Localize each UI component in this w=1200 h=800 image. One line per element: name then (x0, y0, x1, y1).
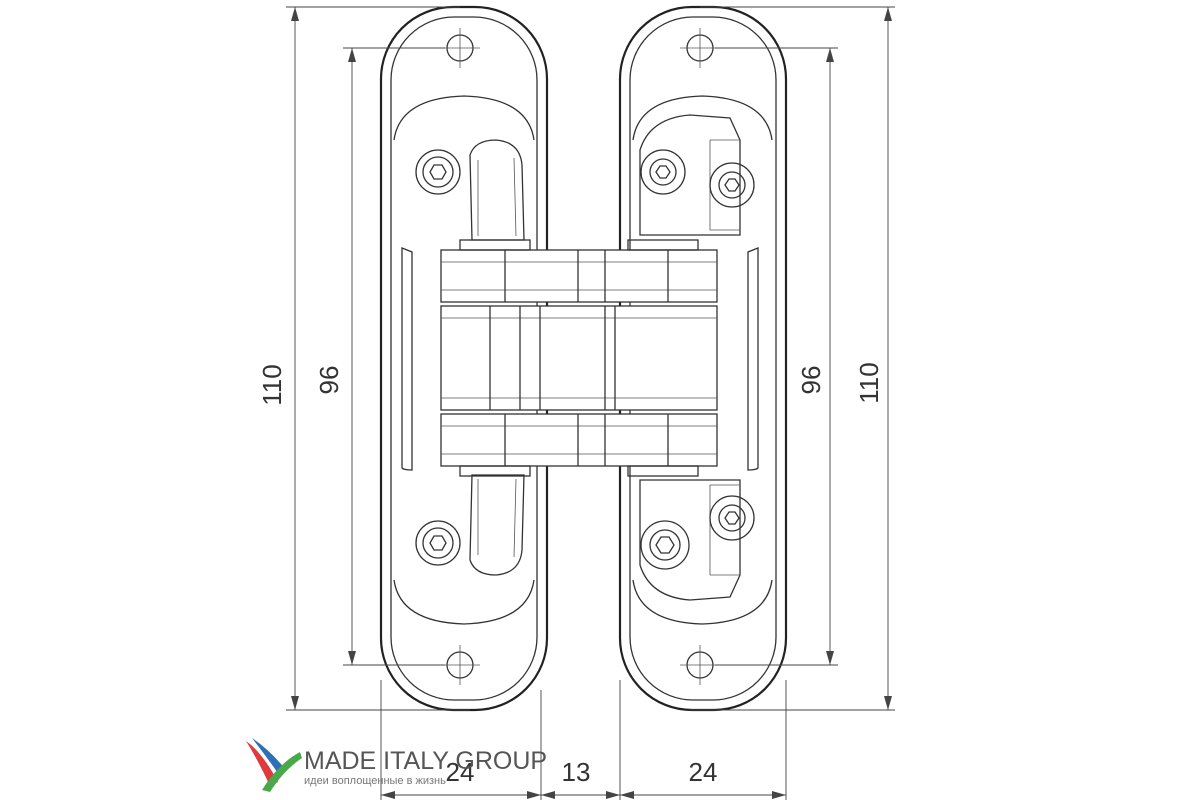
left-top-adjust-screw (415, 149, 461, 195)
right-bottom-mount-hole (680, 645, 720, 685)
knuckle-bottom-bar (440, 413, 718, 467)
logo-green-stroke (262, 752, 302, 792)
right-top-mount-hole (680, 28, 720, 68)
right-top-adjust-screw-2 (709, 162, 755, 208)
dim-width-right-leaf: 24 (689, 757, 718, 787)
brand-logo-mark (246, 738, 302, 792)
left-bottom-adjust-screw (415, 520, 461, 566)
logo-blue-stroke (252, 738, 286, 776)
dim-height-total-right: 110 (854, 362, 884, 403)
left-top-mount-hole (440, 28, 480, 68)
dim-width-gap: 13 (562, 757, 591, 787)
dim-height-inner-right: 96 (796, 366, 826, 395)
right-top-adjust-screw-1 (640, 149, 686, 195)
hinge-knuckle-mechanism (440, 239, 718, 477)
dim-height-inner-left: 96 (314, 366, 344, 395)
right-bottom-adjust-screw-2 (640, 520, 690, 570)
right-bottom-adjust-screw-1 (709, 495, 755, 541)
dim-width-left-leaf: 24 (446, 757, 475, 787)
brand-logo: MADE ITALY GROUP идеи воплощенные в жизн… (246, 738, 547, 792)
logo-red-stroke (246, 741, 278, 786)
dimension-lines (286, 6, 895, 800)
brand-tagline: идеи воплощенные в жизнь (304, 775, 446, 787)
brand-name: MADE ITALY GROUP (304, 747, 547, 775)
dim-height-total-left: 110 (257, 364, 287, 405)
knuckle-middle-bar (440, 305, 718, 411)
knuckle-top-bar (440, 249, 718, 303)
dimension-labels: 110 96 96 110 24 13 24 (257, 362, 884, 787)
left-bottom-mount-hole (440, 645, 480, 685)
